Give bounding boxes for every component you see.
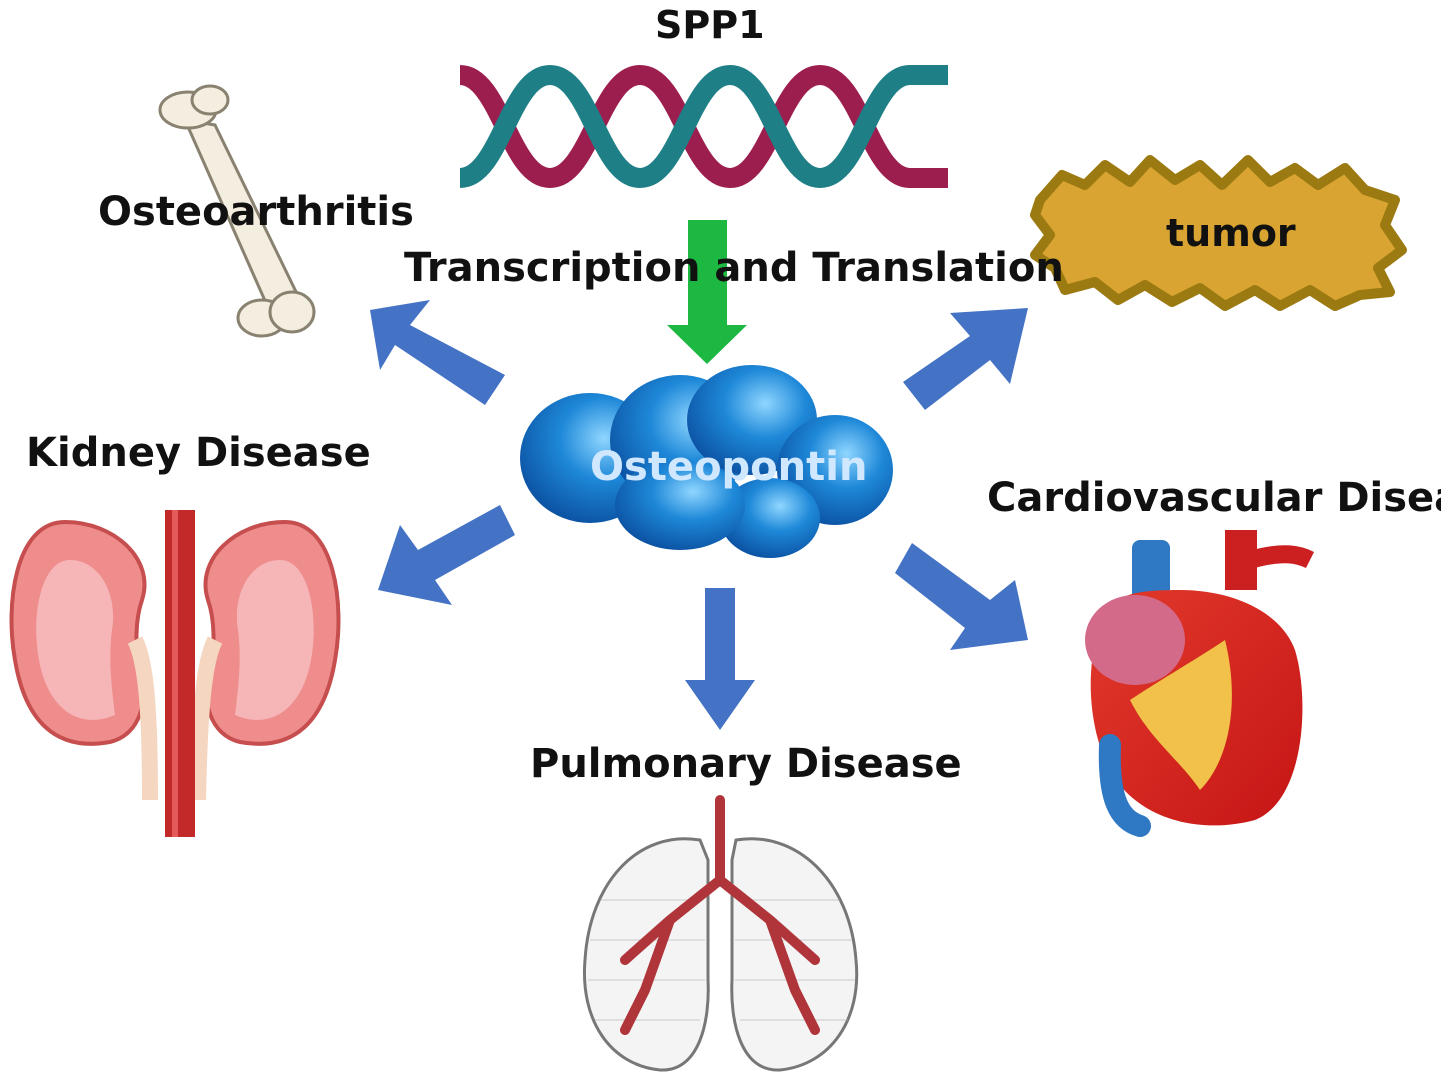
bone-icon	[158, 84, 316, 338]
arrow-to-osteoarthritis	[370, 300, 505, 405]
tumor-label: tumor	[1166, 211, 1296, 255]
lungs-icon	[582, 795, 859, 1072]
arrow-to-cardio	[895, 543, 1028, 650]
osteoarthritis-label: Osteoarthritis	[98, 189, 414, 235]
kidney-icon	[9, 510, 341, 837]
outcome-arrows	[370, 300, 1028, 730]
heart-icon	[1085, 530, 1315, 837]
process-arrow	[667, 220, 747, 364]
arrow-to-kidney	[378, 505, 515, 605]
arrow-to-pulmonary	[685, 588, 755, 730]
process-label: Transcription and Translation	[404, 245, 1064, 291]
dna-helix-icon	[458, 64, 948, 189]
kidney-disease-label: Kidney Disease	[26, 430, 371, 476]
osteopontin-label: Osteopontin	[590, 444, 868, 490]
cardiovascular-disease-label: Cardiovascular Disease	[987, 475, 1441, 521]
osteopontin-protein-icon	[520, 365, 893, 558]
pulmonary-disease-label: Pulmonary Disease	[530, 741, 962, 787]
tumor-blob-icon	[1030, 155, 1407, 311]
gene-label: SPP1	[655, 3, 765, 47]
arrow-to-tumor	[903, 308, 1028, 410]
